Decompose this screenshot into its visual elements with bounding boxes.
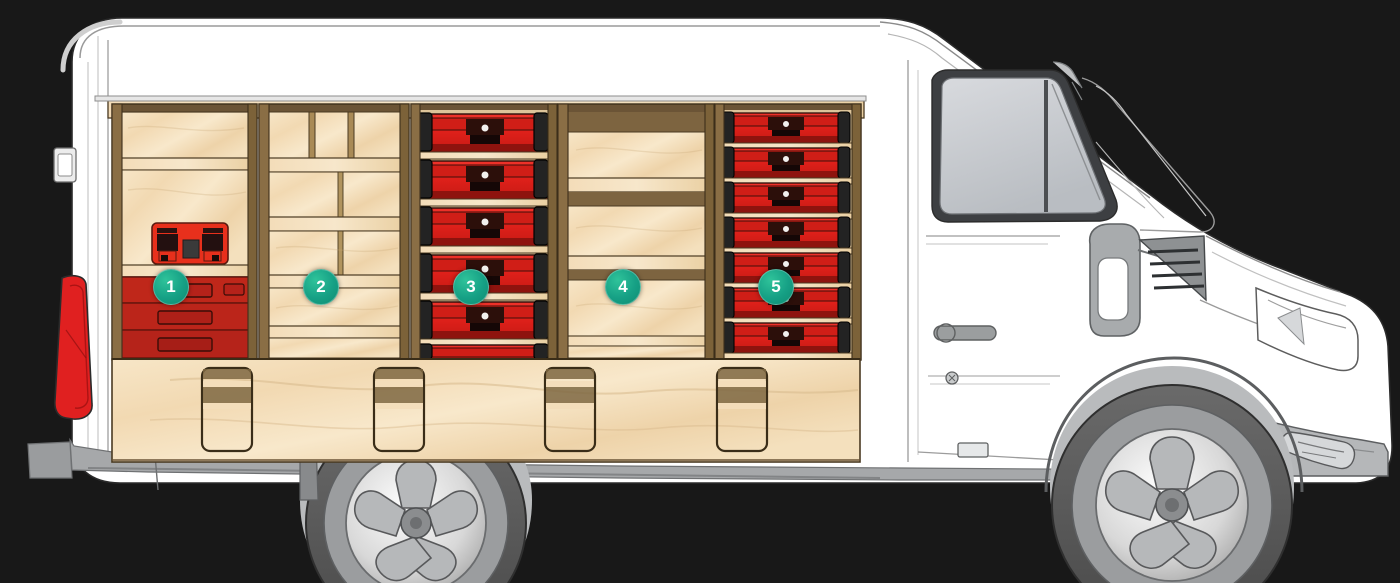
access-hatch [543, 366, 597, 453]
case-shelf [419, 151, 549, 160]
tool-case [721, 111, 853, 150]
tool-case [417, 343, 549, 360]
case-latch [533, 300, 549, 340]
access-hatch [715, 366, 769, 453]
tail-light [54, 274, 93, 420]
case-shelf [419, 198, 549, 207]
case-latch [837, 251, 851, 284]
door-handle [933, 323, 997, 343]
side-mirror [1088, 223, 1159, 337]
access-hatch [372, 366, 426, 453]
case-latch [837, 146, 851, 179]
shelf-board [265, 157, 405, 173]
plywood-grain [127, 125, 703, 311]
shelf-board [265, 325, 405, 339]
battery-charger-module [151, 222, 229, 265]
case-latch [533, 343, 549, 360]
side-marker-light [957, 442, 989, 458]
access-hatch [200, 366, 254, 453]
case-latch [837, 181, 851, 214]
headlight [1255, 286, 1359, 372]
roof-gap-trim [94, 95, 867, 102]
shelf-divider [308, 111, 316, 161]
callout-badge-5[interactable]: 5 [758, 269, 794, 305]
tool-case [417, 300, 549, 346]
shelf-divider [347, 111, 355, 161]
shelf-board [116, 264, 256, 278]
tool-case [721, 216, 853, 255]
tool-case [417, 112, 549, 160]
shelf-board [265, 216, 405, 232]
case-latch [837, 321, 851, 354]
lower-plywood-panel [111, 358, 861, 463]
case-shelf [419, 338, 549, 346]
tool-case [417, 159, 549, 207]
module-1-drawer-cabinet [111, 103, 258, 361]
case-shelf [419, 245, 549, 254]
case-latch [533, 159, 549, 199]
drawer-handle [157, 337, 213, 352]
module-5-case-rack [714, 103, 862, 361]
shelving-unit [94, 95, 867, 463]
drawer-handle [157, 310, 213, 325]
door-lock [945, 371, 959, 385]
tool-case [721, 146, 853, 185]
case-latch [837, 111, 851, 144]
shelf-board [118, 157, 253, 171]
case-latch [837, 216, 851, 249]
case-latch [837, 286, 851, 319]
shelf-board [564, 177, 710, 193]
callout-badge-2[interactable]: 2 [303, 269, 339, 305]
module-3-case-rack [410, 103, 558, 361]
shelf-divider [337, 171, 344, 220]
tool-case [721, 181, 853, 220]
front-wheel [1051, 384, 1293, 583]
tool-case [721, 321, 853, 360]
module-4-deep-shelves [557, 103, 715, 361]
module-2-open-shelves [258, 103, 410, 361]
shelf-divider [337, 230, 344, 278]
callout-badge-4[interactable]: 4 [605, 269, 641, 305]
case-latch [533, 253, 549, 293]
case-latch [533, 112, 549, 152]
shelf-board [564, 255, 710, 271]
callout-badge-3[interactable]: 3 [453, 269, 489, 305]
tool-case [417, 206, 549, 254]
shelf-board [564, 335, 710, 347]
case-latch [533, 206, 549, 246]
callout-badge-1[interactable]: 1 [153, 269, 189, 305]
